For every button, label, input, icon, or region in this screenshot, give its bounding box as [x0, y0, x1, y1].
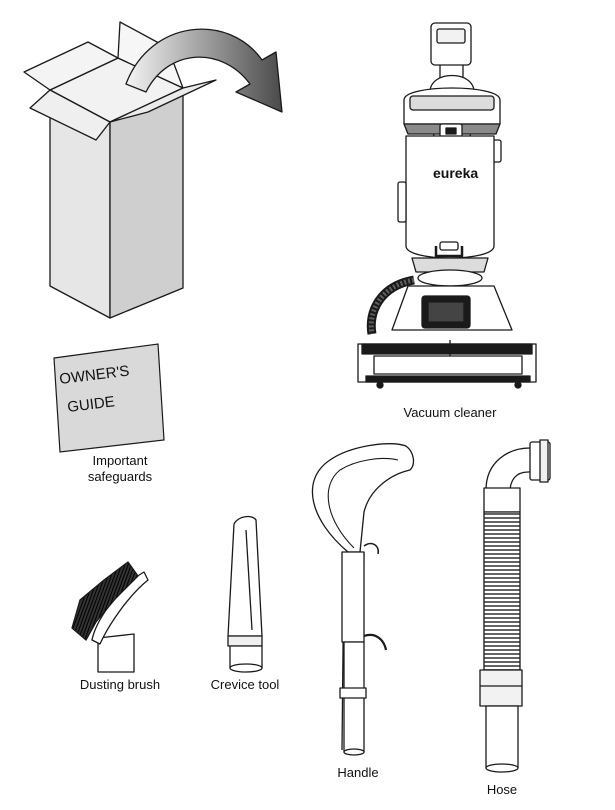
- caption-crevice-tool: Crevice tool: [210, 677, 280, 692]
- caption-important-safeguards: Important safeguards: [60, 453, 180, 485]
- crevice-tool-icon: [227, 515, 263, 673]
- vacuum-icon: eureka: [357, 22, 537, 389]
- brand-logo: eureka: [433, 165, 478, 181]
- caption-safeguards-line2: safeguards: [87, 469, 153, 484]
- caption-handle: Handle: [337, 765, 379, 780]
- caption-vacuum-cleaner: Vacuum cleaner: [403, 405, 497, 420]
- box-icon: [23, 21, 217, 319]
- owners-guide-icon: OWNER'S GUIDE: [53, 343, 165, 453]
- caption-dusting-brush: Dusting brush: [79, 677, 161, 692]
- dusting-brush-icon: [71, 561, 149, 673]
- hose-icon: [479, 439, 551, 773]
- handle-icon: [311, 443, 415, 756]
- caption-safeguards-line1: Important: [92, 453, 148, 468]
- arrow-icon: [125, 28, 283, 113]
- caption-hose: Hose: [486, 782, 518, 797]
- guide-title-line2: GUIDE: [66, 393, 115, 416]
